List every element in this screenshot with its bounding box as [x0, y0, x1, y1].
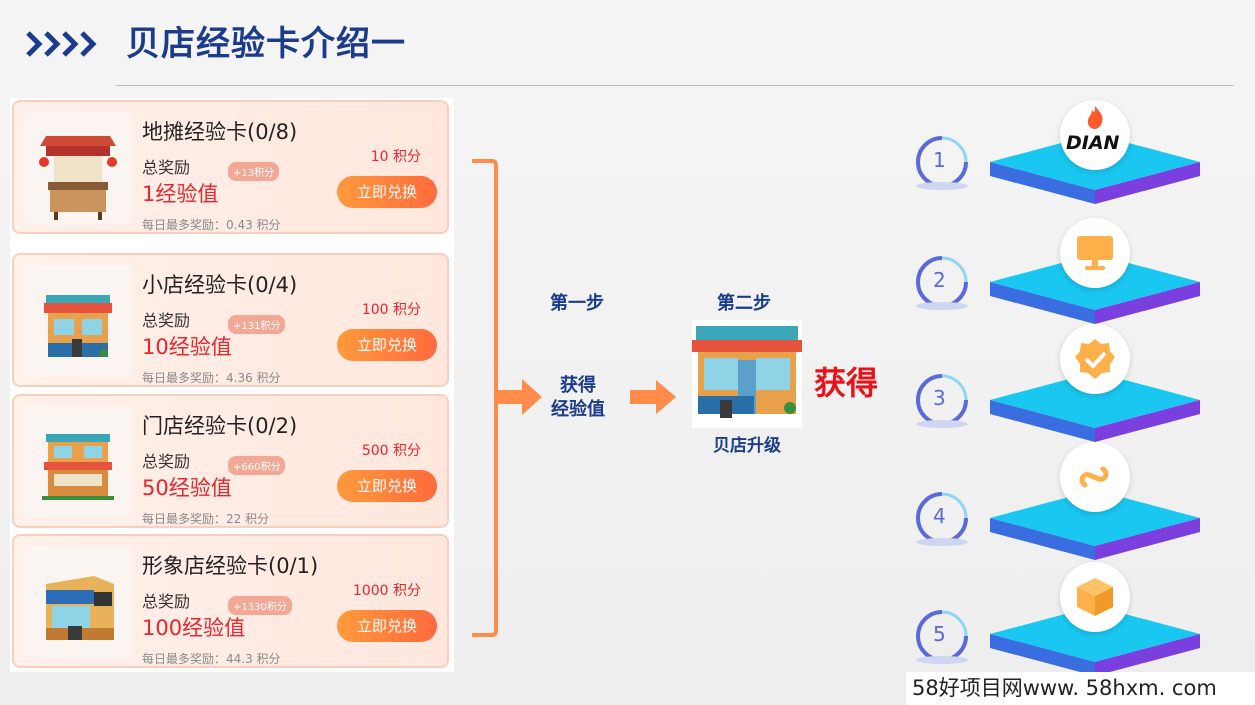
level-number: 5	[933, 622, 946, 646]
store-illustration	[692, 320, 802, 428]
dian-logo-text: DIAN	[1066, 132, 1120, 154]
card-name: 小店经验卡(0/4)	[142, 273, 298, 297]
redeem-button[interactable]: 立即兑换	[337, 176, 437, 208]
redeem-button[interactable]: 立即兑换	[337, 470, 437, 502]
level-number: 3	[933, 386, 946, 410]
level-list: 1 DIAN 2 3	[900, 96, 1230, 676]
card-list: 地摊经验卡(0/8) 总奖励 +13积分 1经验值 10 积分 立即兑换 每日最…	[10, 98, 454, 672]
level-ring-icon	[916, 492, 968, 546]
watermark: 58好项目网www. 58hxm. com	[906, 672, 1255, 705]
reward-label: 总奖励	[142, 452, 191, 471]
card-stall: 地摊经验卡(0/8) 总奖励 +13积分 1经验值 10 积分 立即兑换 每日最…	[12, 100, 449, 234]
level-ring-icon	[916, 610, 968, 664]
card-store: 门店经验卡(0/2) 总奖励 +660积分 50经验值 500 积分 立即兑换 …	[12, 394, 449, 528]
redeem-button[interactable]: 立即兑换	[337, 329, 437, 361]
dian-flame-logo: DIAN	[1060, 100, 1130, 170]
header-divider	[116, 85, 1234, 86]
level-5: 5	[900, 562, 1230, 680]
card-name: 门店经验卡(0/2)	[142, 414, 298, 438]
stall-image	[24, 112, 132, 224]
gain-label: 获得	[814, 364, 879, 402]
step1-label: 第一步	[550, 293, 604, 314]
level-3: 3	[900, 324, 1230, 444]
bonus-badge: +131积分	[228, 315, 286, 334]
verified-badge-icon	[1060, 324, 1130, 394]
price-points: 500 积分	[361, 443, 421, 459]
step1-desc: 获得 经验值	[551, 374, 605, 422]
daily-max: 每日最多奖励：4.36 积分	[142, 371, 281, 385]
level-number: 4	[933, 504, 946, 528]
price-points: 100 积分	[361, 302, 421, 318]
card-name: 形象店经验卡(0/1)	[142, 554, 319, 578]
card-flagship: 形象店经验卡(0/1) 总奖励 +1330积分 100经验值 1000 积分 立…	[12, 534, 449, 668]
reward-label: 总奖励	[142, 158, 191, 177]
exp-value: 100经验值	[142, 616, 246, 640]
flagship-image	[24, 546, 132, 658]
page-title: 贝店经验卡介绍一	[126, 24, 406, 64]
platform	[990, 372, 1200, 442]
level-4: 4	[900, 442, 1230, 562]
card-name: 地摊经验卡(0/8)	[142, 120, 298, 144]
step2-label: 第二步	[717, 293, 771, 314]
level-2: 2	[900, 216, 1230, 326]
step1-desc-line1: 获得	[560, 375, 596, 396]
level-ring-icon	[916, 136, 968, 190]
exp-value: 1经验值	[142, 182, 219, 206]
arrow-right-icon	[630, 380, 676, 414]
level-ring-icon	[916, 374, 968, 428]
chevrons-icon	[26, 31, 97, 57]
redeem-button[interactable]: 立即兑换	[337, 610, 437, 642]
step2-desc: 贝店升级	[713, 436, 781, 456]
price-points: 1000 积分	[352, 583, 421, 599]
platform	[990, 606, 1200, 676]
bonus-badge: +660积分	[228, 456, 286, 475]
level-1: 1 DIAN	[900, 96, 1230, 206]
daily-max: 每日最多奖励：0.43 积分	[142, 218, 281, 232]
box-icon	[1060, 562, 1130, 632]
exp-value: 50经验值	[142, 476, 232, 500]
daily-max: 每日最多奖励：22 积分	[142, 512, 270, 526]
daily-max: 每日最多奖励：44.3 积分	[142, 652, 281, 666]
level-number: 2	[933, 268, 946, 292]
level-number: 1	[933, 148, 946, 172]
bonus-badge: +1330积分	[228, 596, 292, 615]
reward-label: 总奖励	[142, 311, 191, 330]
level-ring-icon	[916, 256, 968, 310]
reward-label: 总奖励	[142, 592, 191, 611]
monitor-icon	[1060, 218, 1130, 288]
small-shop-image	[24, 265, 132, 377]
card-small-shop: 小店经验卡(0/4) 总奖励 +131积分 10经验值 100 积分 立即兑换 …	[12, 253, 449, 387]
arrow-right-icon	[496, 379, 542, 415]
platform	[990, 490, 1200, 560]
mini-program-icon	[1060, 442, 1130, 512]
exp-value: 10经验值	[142, 335, 232, 359]
price-points: 10 积分	[370, 149, 421, 165]
store-image	[24, 406, 132, 518]
bonus-badge: +13积分	[228, 162, 280, 181]
step1-desc-line2: 经验值	[551, 399, 605, 420]
